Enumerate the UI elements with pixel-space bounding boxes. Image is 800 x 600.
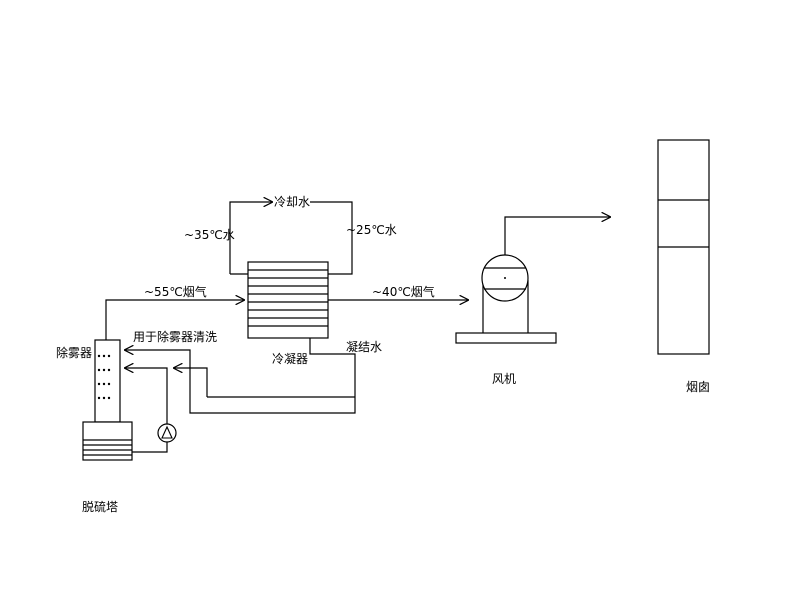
desulfurization-tower: 除雾器 脱硫塔 bbox=[56, 339, 133, 514]
circulation-pump bbox=[125, 368, 177, 453]
water-35c-label: ~35℃水 bbox=[184, 228, 235, 242]
condensate-return: 凝结水 用于除雾器清洗 bbox=[125, 329, 382, 414]
cooling-water-label: 冷却水 bbox=[274, 195, 310, 209]
fan-label: 风机 bbox=[492, 372, 516, 386]
water-25c-label: ~25℃水 bbox=[346, 223, 397, 237]
cooling-water-loop: 冷却水 ~35℃水 ~25℃水 bbox=[184, 195, 397, 275]
demister-label: 除雾器 bbox=[56, 345, 92, 360]
flue-gas-40c-label: ~40℃烟气 bbox=[372, 284, 435, 299]
demister-nozzles bbox=[97, 354, 111, 400]
desulfurization-tower-label: 脱硫塔 bbox=[82, 499, 118, 514]
condenser-label: 冷凝器 bbox=[272, 351, 308, 366]
condenser: 冷凝器 bbox=[247, 261, 329, 366]
flue-gas-55c-label: ~55℃烟气 bbox=[144, 284, 207, 299]
chimney: 烟囱 bbox=[657, 139, 710, 394]
fan: 风机 bbox=[455, 217, 610, 386]
flue-gas-lines: ~55℃烟气 ~40℃烟气 bbox=[105, 284, 468, 340]
demister-cleaning-label: 用于除雾器清洗 bbox=[133, 329, 217, 344]
condensate-water-label: 凝结水 bbox=[346, 339, 382, 354]
chimney-label: 烟囱 bbox=[686, 380, 710, 394]
